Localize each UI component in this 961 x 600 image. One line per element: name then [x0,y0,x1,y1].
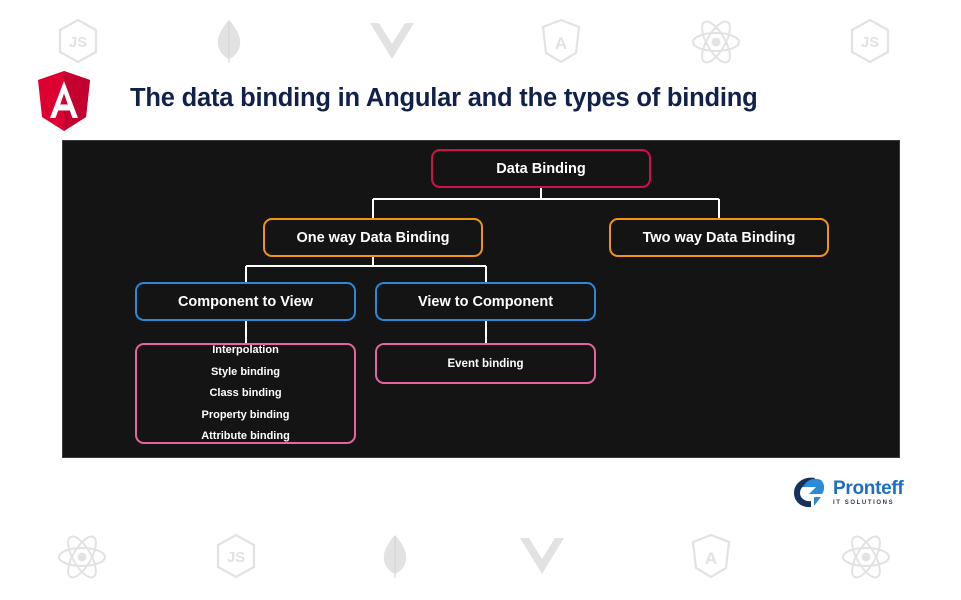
pronteff-e-mark-icon [790,475,828,509]
node-view-to-component[interactable]: View to Component [375,282,596,321]
angular-logo-icon [36,70,92,132]
pronteff-wordmark: Pronteff IT SOLUTIONS [833,477,904,506]
node-two-way-label: Two way Data Binding [642,229,796,246]
react-atom-icon [690,20,742,64]
svg-text:A: A [705,549,717,568]
angular-shield-icon: A [540,18,582,64]
brand-tagline: IT SOLUTIONS [833,499,895,506]
mongodb-leaf-icon [380,533,410,579]
list-item: Property binding [201,408,290,421]
list-item: Attribute binding [201,430,290,443]
node-one-way-data-binding[interactable]: One way Data Binding [263,218,483,257]
list-item: Class binding [209,387,282,400]
list-item: Style binding [210,365,281,378]
node-component-to-view[interactable]: Component to View [135,282,356,321]
vuejs-icon [368,20,416,62]
data-binding-tree-diagram: Data Binding One way Data Binding Two wa… [63,141,899,457]
node-binding-types-list[interactable]: Interpolation Style binding Class bindin… [135,343,356,444]
vuejs-icon [518,535,566,577]
node-data-binding[interactable]: Data Binding [431,149,651,188]
node-two-way-data-binding[interactable]: Two way Data Binding [609,218,829,257]
angular-shield-icon: A [690,533,732,579]
node-one-way-label: One way Data Binding [296,229,450,246]
svg-text:A: A [555,34,567,53]
svg-text:JS: JS [861,34,879,51]
mongodb-leaf-icon [214,18,244,64]
diagram-panel: Data Binding One way Data Binding Two wa… [62,140,900,458]
svg-text:JS: JS [227,549,245,566]
nodejs-js-hexagon-icon: JS [56,18,100,64]
watermark-row-bottom: JS A [0,525,961,585]
page-header: The data binding in Angular and the type… [0,62,961,138]
node-event-binding-label: Event binding [447,357,524,370]
nodejs-js-hexagon-icon: JS [214,533,258,579]
watermark-row-top: JS A JS [0,10,961,70]
node-event-binding[interactable]: Event binding [375,343,596,384]
react-atom-icon [840,535,892,579]
node-view-to-component-label: View to Component [417,293,554,310]
brand-name: Pronteff [833,477,904,499]
list-item: Interpolation [212,344,279,357]
node-data-binding-label: Data Binding [496,160,586,177]
node-component-to-view-label: Component to View [177,293,314,310]
react-atom-icon [56,535,108,579]
svg-text:JS: JS [69,34,87,51]
nodejs-js-hexagon-icon: JS [848,18,892,64]
pronteff-brand-logo: Pronteff IT SOLUTIONS [790,472,905,512]
page-title: The data binding in Angular and the type… [130,84,758,112]
